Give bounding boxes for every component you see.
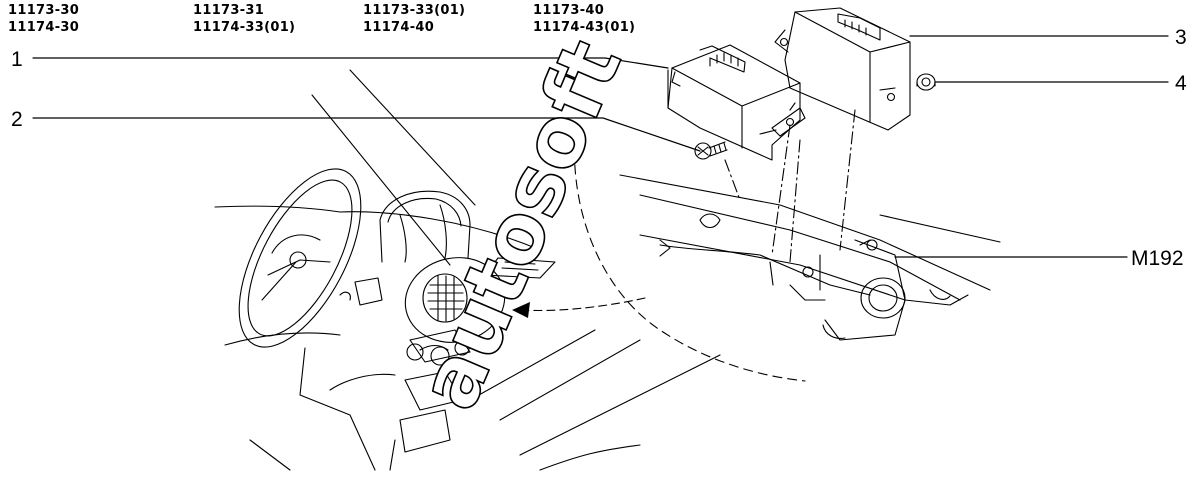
assembly-axes [724,109,856,263]
model-code: 11173-31 [193,3,265,18]
control-unit-3 [774,7,911,131]
callout-4: 4 [1175,72,1187,95]
model-code: 11174-33(01) [193,20,296,35]
model-code: 11174-40 [363,20,435,35]
model-code: 11173-40 [533,3,605,18]
detail-boundary [573,134,806,382]
location-arrow [512,297,646,318]
callout-1: 1 [11,48,23,71]
watermark-logo: autosoft [401,27,641,422]
model-code: 11174-30 [8,20,80,35]
callout-m192: M192 [1131,247,1184,270]
model-code-table: 11173-30 11173-31 11173-33(01) 11173-40 … [0,0,700,40]
model-code: 11174-43(01) [533,20,636,35]
model-code: 11173-30 [8,3,80,18]
model-code: 11173-33(01) [363,3,466,18]
steering-wheel [238,168,362,348]
instrument-cluster [379,190,471,263]
callout-2: 2 [11,108,23,131]
control-unit-1 [667,44,806,161]
screw [694,141,728,160]
leader-line-2 [32,117,701,152]
nut [916,73,936,91]
leader-line-1 [32,57,669,69]
center-console [339,257,556,453]
callout-3: 3 [1175,26,1187,49]
leader-lines [32,35,1169,258]
